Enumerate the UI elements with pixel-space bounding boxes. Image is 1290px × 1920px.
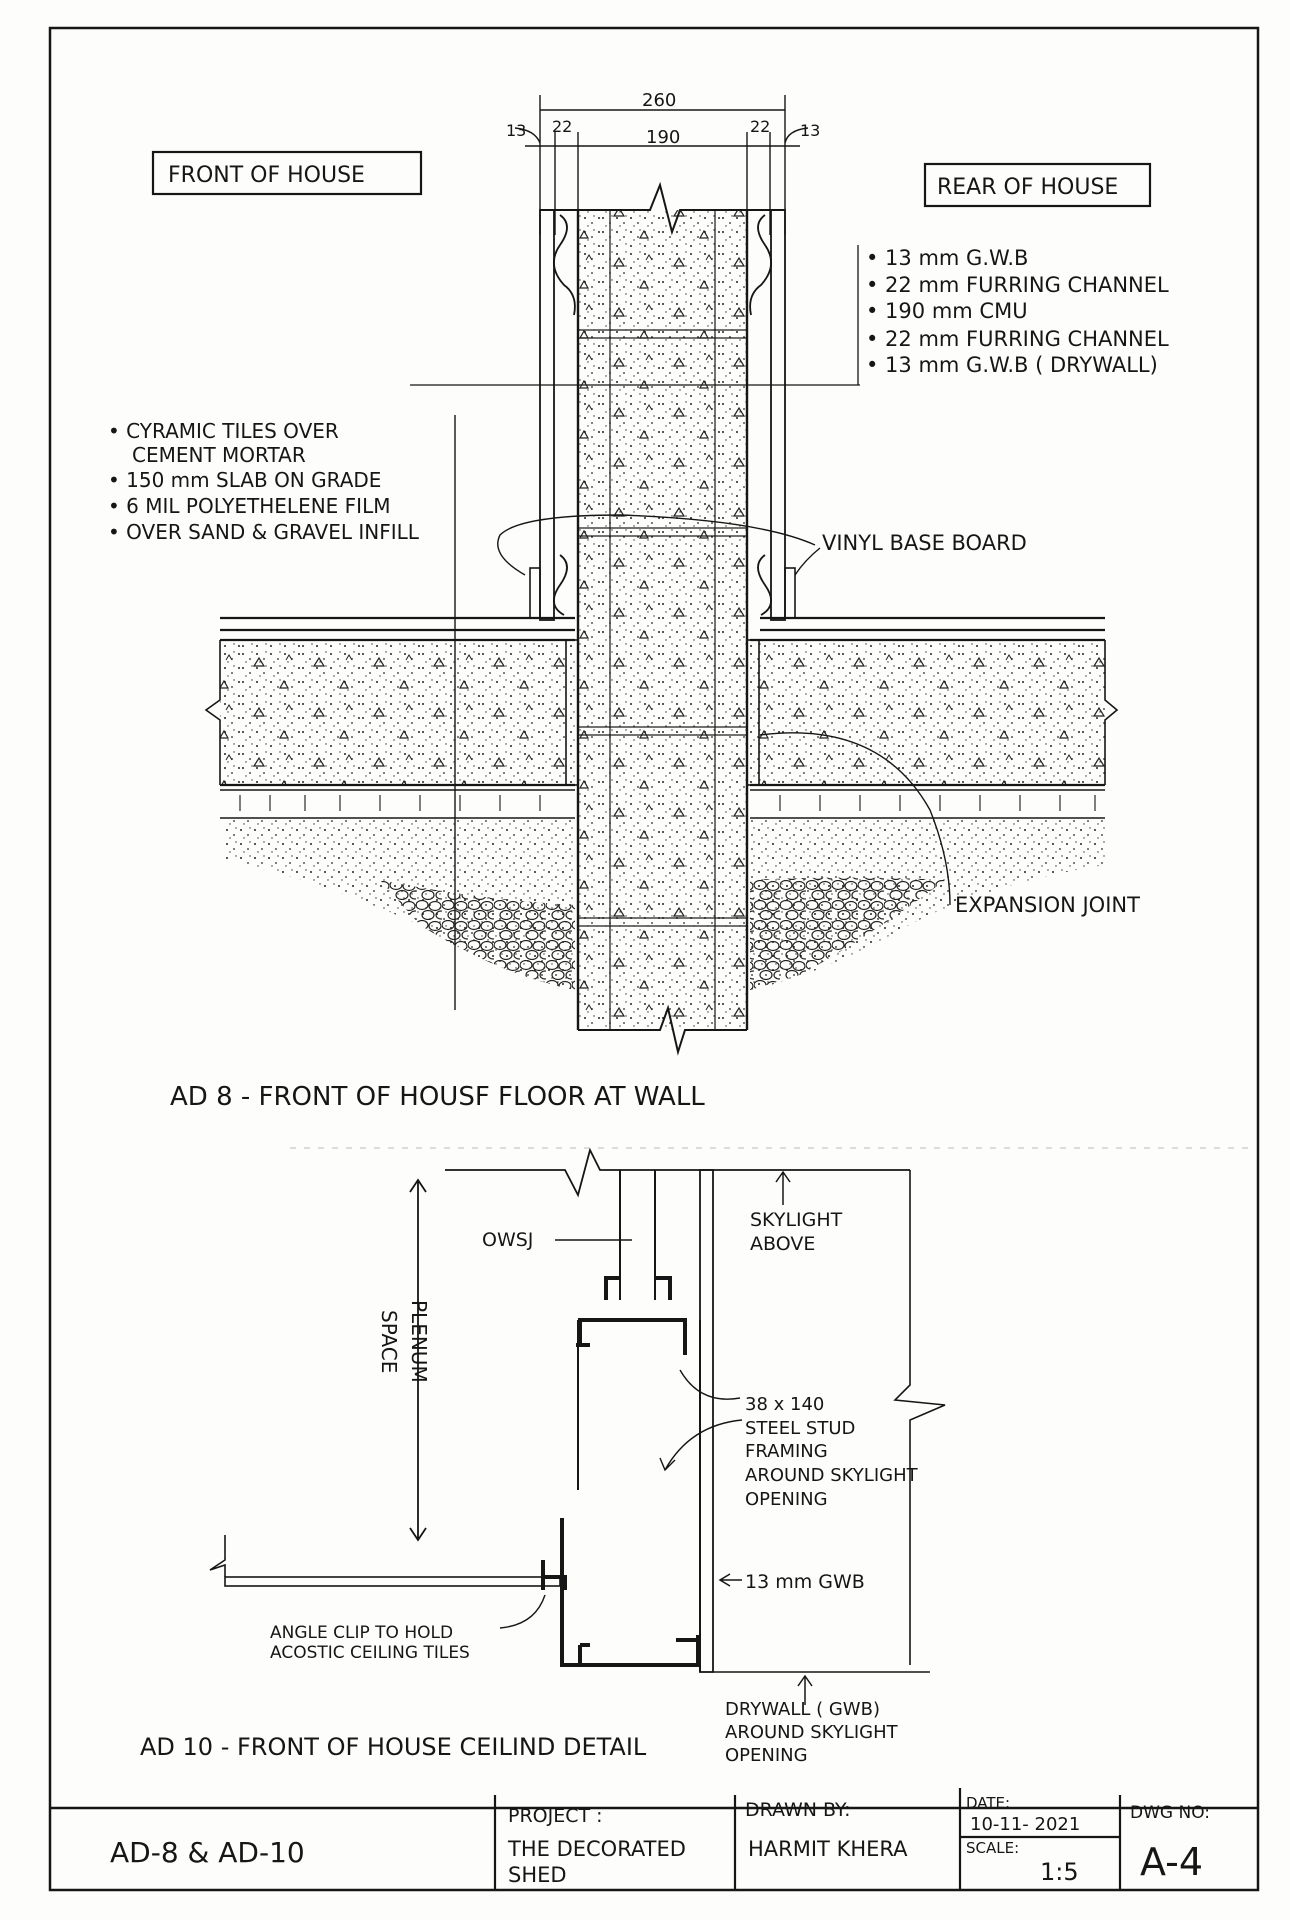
wall-layer-2: • 22 mm FURRING CHANNEL — [866, 273, 1169, 297]
steel-stud-framing — [576, 1318, 701, 1672]
drywall-label-2: AROUND SKYLIGHT — [725, 1722, 899, 1743]
gwb-left — [539, 209, 576, 621]
floor-layer-list: • CYRAMIC TILES OVER CEMENT MORTAR • 150… — [108, 419, 420, 544]
skylight-label-1: SKYLIGHT — [750, 1209, 843, 1231]
stud-label-5: OPENING — [745, 1489, 828, 1510]
floor-layer-3: • 150 mm SLAB ON GRADE — [108, 468, 381, 492]
drywall-label-1: DRYWALL ( GWB) — [725, 1699, 880, 1720]
skylight-gwb — [699, 1169, 714, 1673]
front-of-house-label: FRONT OF HOUSE — [168, 163, 365, 188]
stud-leader-mid — [659, 1419, 743, 1472]
owsj-joist — [604, 1170, 672, 1300]
project-label: PROJECT : — [508, 1805, 603, 1827]
vinyl-base-label: VINYL BASE BOARD — [822, 531, 1027, 555]
title-block — [493, 1788, 1122, 1890]
stud-leader-top — [679, 1369, 741, 1400]
date-label: DATE: — [966, 1794, 1010, 1812]
ceiling-top-line — [445, 1147, 910, 1198]
floor-layer-2: CEMENT MORTAR — [132, 443, 306, 467]
angle-clip — [545, 1518, 580, 1667]
gravel-stones-right — [750, 877, 945, 990]
wall-break-top — [540, 181, 785, 236]
dim-cmu: 190 — [646, 127, 680, 148]
drywall-arrow — [797, 1674, 813, 1705]
vinyl-leader-left — [497, 514, 816, 576]
project-name-2: SHED — [508, 1863, 567, 1887]
drywall-label-3: OPENING — [725, 1745, 808, 1766]
ad10-title: AD 10 - FRONT OF HOUSE CEILIND DETAIL — [140, 1733, 647, 1761]
wall-layer-3: • 190 mm CMU — [866, 299, 1028, 323]
project-name-1: THE DECORATED — [507, 1837, 686, 1861]
ceiling-tile — [209, 1535, 561, 1587]
vinyl-base-right — [784, 567, 796, 619]
wall-layer-1: • 13 mm G.W.B — [866, 246, 1028, 270]
scale-label: SCALE: — [966, 1839, 1019, 1857]
floor-layer-5: • OVER SAND & GRAVEL INFILL — [108, 520, 420, 544]
skylight-label-2: ABOVE — [750, 1233, 815, 1255]
sheet-border — [48, 26, 1260, 1892]
skylight-arrow — [775, 1170, 791, 1205]
wall-layer-4: • 22 mm FURRING CHANNEL — [866, 327, 1169, 351]
floor-slab-right — [750, 616, 1119, 819]
stud-label-4: AROUND SKYLIGHT — [745, 1465, 919, 1486]
stud-label-2: STEEL STUD — [745, 1418, 855, 1439]
gwb-right — [749, 209, 786, 621]
vinyl-leader-right — [794, 547, 821, 576]
wall-break-bottom — [578, 1004, 747, 1056]
gwb-13mm-label: 13 mm GWB — [745, 1571, 865, 1593]
floor-layer-4: • 6 MIL POLYETHELENE FILM — [108, 494, 390, 518]
rear-of-house-label: REAR OF HOUSE — [937, 175, 1118, 200]
wall-layer-5: • 13 mm G.W.B ( DRYWALL) — [866, 353, 1158, 377]
drawn-by-name: HARMIT KHERA — [748, 1837, 908, 1861]
plenum-dimension — [409, 1178, 427, 1542]
floor-slab-left — [204, 616, 575, 819]
gwb-arrow — [718, 1573, 742, 1587]
sheet-ids: AD-8 & AD-10 — [110, 1836, 305, 1869]
dimension-chain — [514, 95, 809, 235]
expansion-leader — [759, 732, 951, 906]
vinyl-base-left — [529, 567, 541, 619]
dim-furring-left: 22 — [552, 117, 572, 136]
owsj-label: OWSJ — [482, 1229, 533, 1251]
dim-gwb-right: 13 — [800, 121, 820, 140]
dwg-no-label: DWG NO: — [1130, 1803, 1210, 1823]
wall-layer-list: • 13 mm G.W.B • 22 mm FURRING CHANNEL • … — [866, 246, 1169, 377]
dwg-no-value: A-4 — [1140, 1840, 1203, 1884]
stud-label-3: FRAMING — [745, 1441, 828, 1462]
clip-leader — [499, 1594, 546, 1629]
plenum-label-1: PLENUM — [407, 1300, 431, 1383]
drawn-by-label: DRAWN BY: — [745, 1799, 851, 1821]
ad8-title: AD 8 - FRONT OF HOUSF FLOOR AT WALL — [170, 1082, 705, 1112]
dim-gwb-left: 13 — [506, 121, 526, 140]
clip-label-2: ACOSTIC CEILING TILES — [270, 1643, 470, 1663]
dim-furring-right: 22 — [750, 117, 770, 136]
clip-label-1: ANGLE CLIP TO HOLD — [270, 1623, 453, 1643]
cmu-wall — [576, 210, 749, 1030]
stud-label-1: 38 x 140 — [745, 1394, 824, 1415]
gravel-stones — [380, 880, 575, 990]
plenum-label-2: SPACE — [377, 1310, 401, 1373]
rear-label-box — [923, 162, 1152, 208]
opening-edge — [893, 1170, 946, 1665]
front-label-box — [151, 150, 423, 196]
scale-value: 1:5 — [1040, 1858, 1079, 1886]
expansion-joint-label: EXPANSION JOINT — [955, 893, 1140, 917]
date-value: 10-11- 2021 — [970, 1814, 1080, 1835]
floor-layer-1: • CYRAMIC TILES OVER — [108, 419, 339, 443]
dim-overall: 260 — [642, 90, 676, 111]
